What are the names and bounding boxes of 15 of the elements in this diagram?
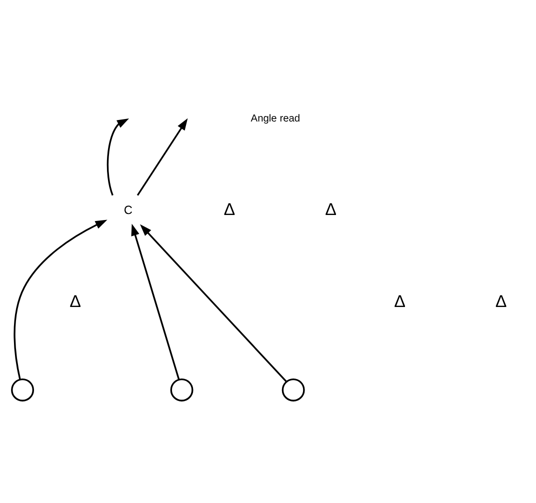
node-text: C xyxy=(124,202,132,216)
arrow xyxy=(136,118,188,196)
arrow xyxy=(14,219,108,380)
node-circle xyxy=(282,378,305,401)
node-circle xyxy=(170,378,194,401)
arrow xyxy=(131,223,180,380)
label: Δ xyxy=(325,199,336,218)
arrow xyxy=(140,224,288,382)
label: Δ xyxy=(70,291,82,310)
node-circle xyxy=(11,378,34,401)
label: Δ xyxy=(224,199,236,218)
label: Δ xyxy=(394,291,406,310)
label: Angle read xyxy=(250,112,300,124)
label: Δ xyxy=(495,291,507,310)
arrow xyxy=(106,118,130,196)
